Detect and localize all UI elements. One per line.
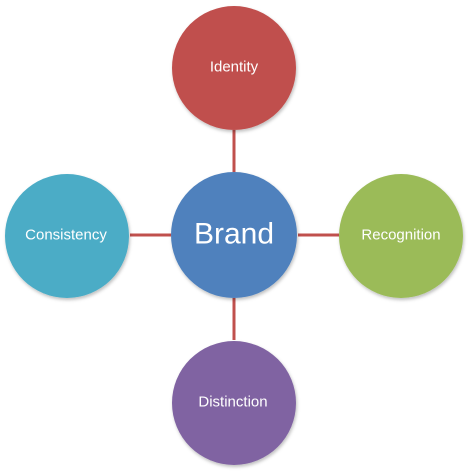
node-identity: Identity	[172, 6, 296, 130]
node-recognition-label: Recognition	[361, 227, 440, 244]
node-recognition: Recognition	[339, 174, 463, 298]
node-consistency-label: Consistency	[25, 227, 107, 244]
node-brand: Brand	[171, 172, 297, 298]
node-consistency: Consistency	[5, 174, 129, 298]
node-distinction: Distinction	[172, 341, 296, 465]
node-distinction-label: Distinction	[198, 394, 267, 411]
node-brand-circle	[171, 172, 297, 298]
node-distinction-circle	[172, 341, 296, 465]
node-brand-label: Brand	[194, 218, 274, 251]
node-identity-label: Identity	[210, 59, 259, 76]
node-recognition-circle	[339, 174, 463, 298]
node-consistency-circle	[5, 174, 129, 298]
node-identity-circle	[172, 6, 296, 130]
